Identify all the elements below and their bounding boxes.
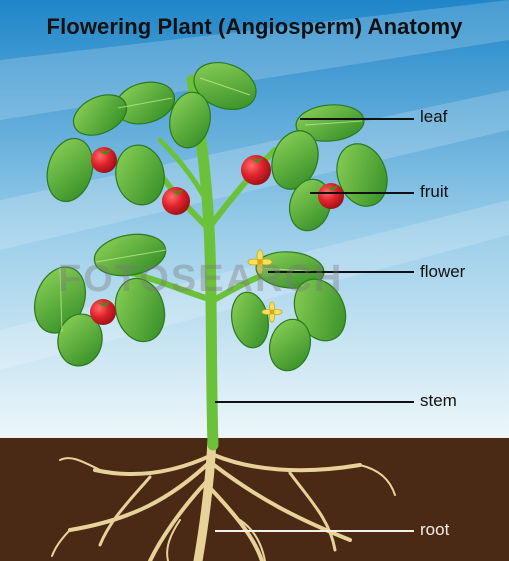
label-stem: stem (420, 391, 457, 410)
sky-background (0, 0, 509, 440)
leader-lines (215, 118, 414, 403)
watermark: FOTOSEARCH (58, 258, 344, 300)
diagram-title: Flowering Plant (Angiosperm) Anatomy (46, 14, 463, 39)
roots (51, 435, 396, 561)
label-flower: flower (420, 262, 466, 281)
fruits (90, 147, 344, 325)
label-leaf: leaf (420, 107, 448, 126)
flowers (247, 249, 283, 323)
label-fruit: fruit (420, 182, 449, 201)
label-root: root (420, 520, 450, 539)
